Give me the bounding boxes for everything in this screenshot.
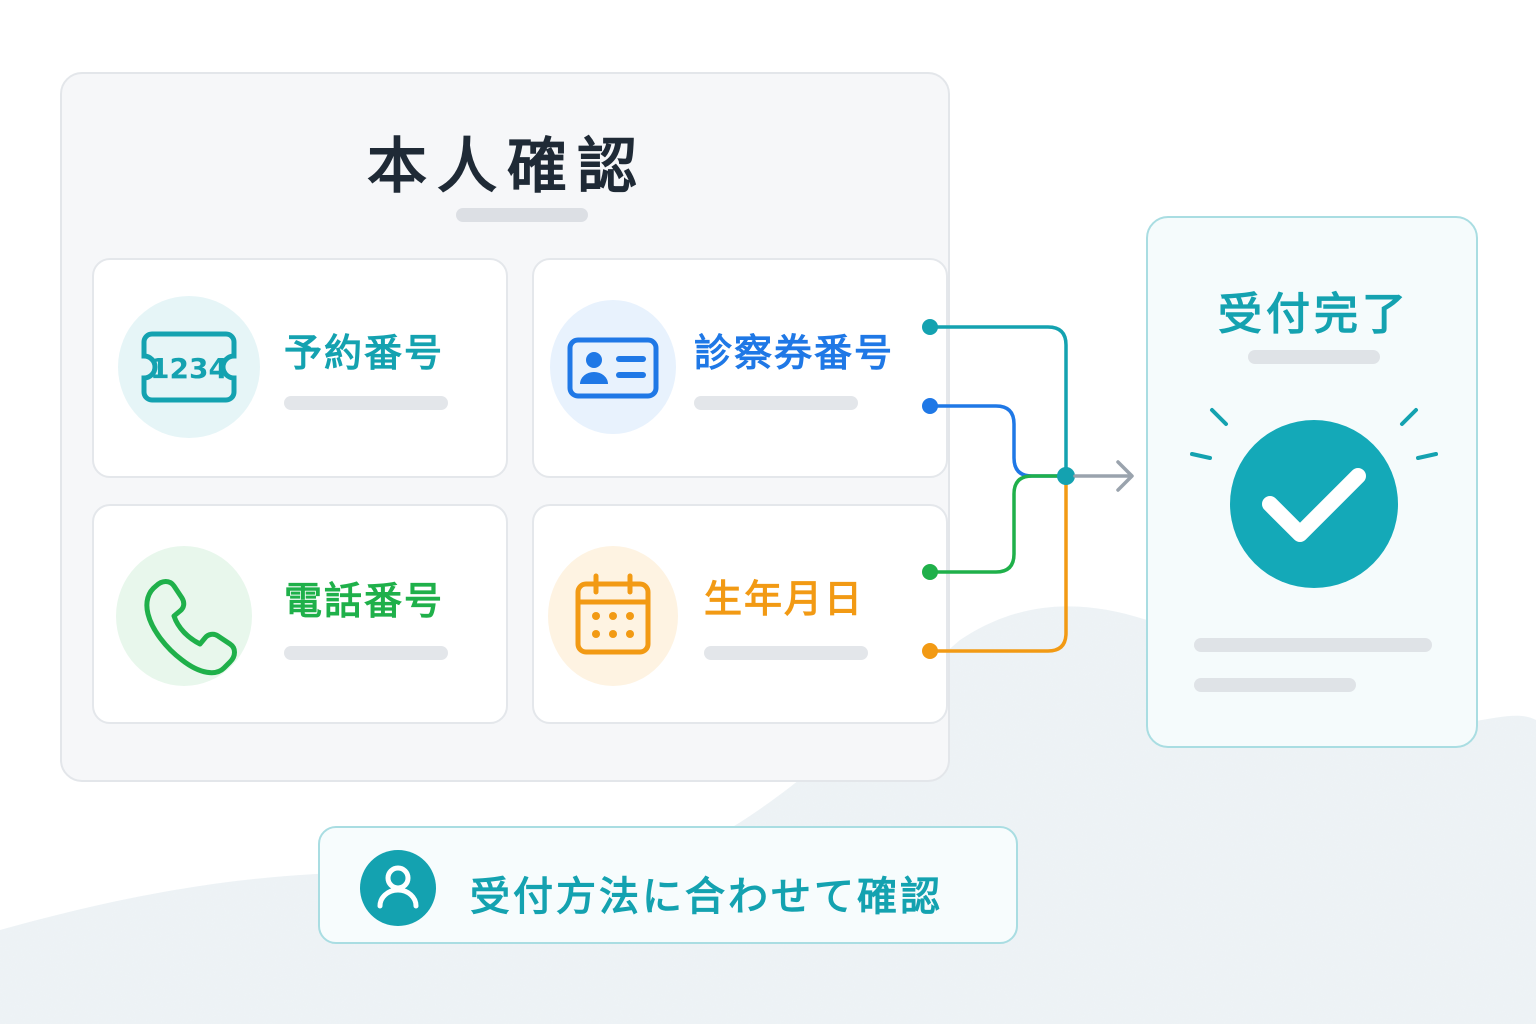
connector-dot-teal [922,319,938,335]
placeholder-bar [284,646,448,660]
id-card-icon [567,337,659,399]
connector-teal [930,325,1068,476]
connector-junction [1057,467,1075,485]
connector-dot-orange [922,643,938,659]
identity-verification-panel: 本人確認 1234 予約番号 診察券番号 [60,72,950,782]
footer-caption: 受付方法に合わせて確認 [318,826,1018,944]
method-label-patient-card-number: 診察券番号 [694,331,895,375]
calendar-icon-circle [548,546,678,686]
method-label-date-of-birth: 生年月日 [704,577,865,621]
reception-complete-card: 受付完了 [1146,216,1478,748]
placeholder-bar [1248,350,1380,364]
person-icon [360,850,436,926]
reservation-icon-circle: 1234 [118,296,260,438]
method-card-date-of-birth[interactable]: 生年月日 [532,504,948,724]
method-card-patient-card-number[interactable]: 診察券番号 [532,258,948,478]
calendar-icon [575,573,651,655]
placeholder-bar [1194,638,1432,652]
connector-green [930,474,1066,574]
method-card-reservation-number[interactable]: 1234 予約番号 [92,258,508,478]
id-card-icon-circle [550,300,676,434]
connector-dot-green [922,564,938,580]
method-label-reservation-number: 予約番号 [284,331,445,375]
panel-title-underline [456,208,588,222]
arrow-icon [1073,460,1134,492]
phone-icon [144,579,237,676]
placeholder-bar [1194,678,1356,692]
check-circle-icon [1190,408,1438,588]
connector-blue [930,404,1066,478]
placeholder-bar [704,646,868,660]
panel-title: 本人確認 [367,132,647,202]
connector-dot-blue [922,398,938,414]
ticket-number-text: 1234 [150,352,228,385]
placeholder-bar [284,396,448,410]
ticket-number-icon: 1234 [141,331,237,403]
phone-icon-circle [116,546,252,686]
method-card-phone-number[interactable]: 電話番号 [92,504,508,724]
connector-orange [930,476,1068,653]
footer-caption-text: 受付方法に合わせて確認 [470,874,943,920]
method-label-phone-number: 電話番号 [284,579,445,623]
placeholder-bar [694,396,858,410]
reception-complete-title: 受付完了 [1218,289,1410,340]
